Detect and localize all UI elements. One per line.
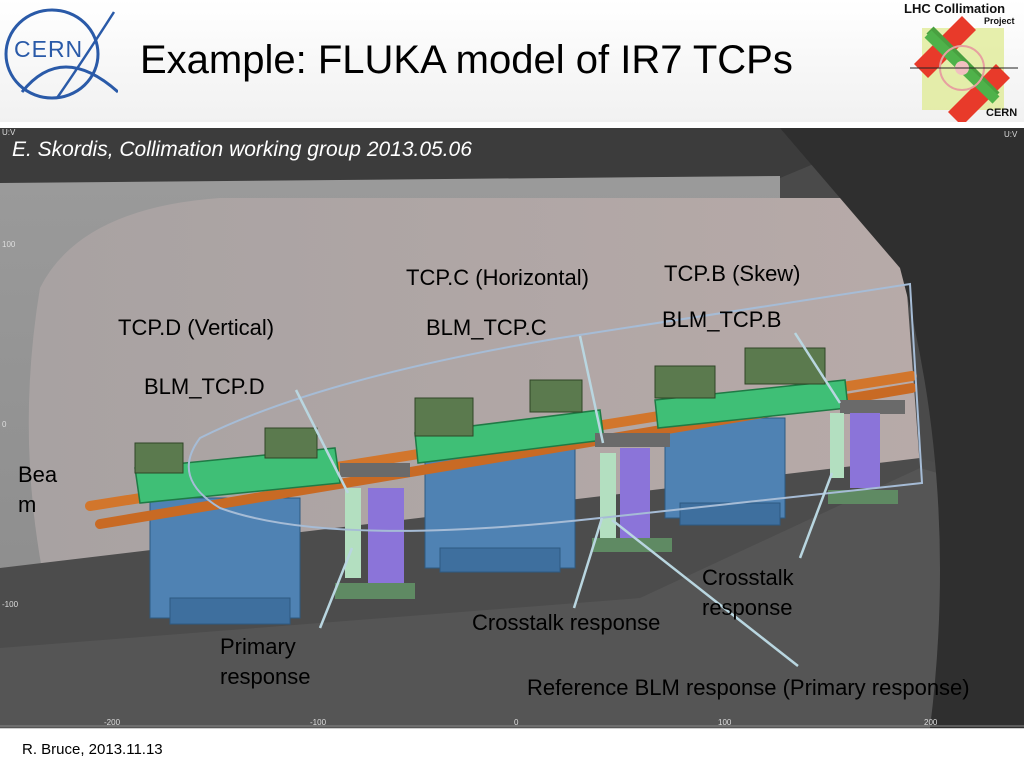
blm-c-body <box>620 448 650 543</box>
blm-d-top <box>340 463 410 477</box>
cern-logo <box>4 8 118 100</box>
scene-subtitle: E. Skordis, Collimation working group 20… <box>12 138 472 161</box>
jaw-c-1 <box>414 397 474 437</box>
support-base-1 <box>169 597 291 625</box>
axis-tick-bottom-4: 100 <box>718 718 732 727</box>
lhc-logo-project: Project <box>984 16 1015 26</box>
blm-b-top <box>840 400 905 414</box>
axis-tick-bottom-5: 200 <box>924 718 938 727</box>
jaw-c-2 <box>529 379 583 413</box>
label-tcp-d: TCP.D (Vertical) <box>118 315 275 340</box>
arrow-crosstalk-middle <box>572 517 604 609</box>
axis-tick-left-1: 100 <box>2 240 16 249</box>
axis-corner-left: U:V <box>2 128 16 137</box>
blm-d-base <box>335 583 415 599</box>
page-title: Example: FLUKA model of IR7 TCPs <box>140 38 793 82</box>
blm-d-body <box>368 488 404 588</box>
blm-c-base <box>592 538 672 552</box>
jaw-b-2 <box>744 347 826 385</box>
blm-c-tube <box>600 453 616 538</box>
arrow-primary <box>318 547 354 629</box>
label-primary: Primary response <box>220 634 311 689</box>
axis-tick-bottom-2: -100 <box>310 718 327 727</box>
jaw-d-1 <box>134 442 184 474</box>
slide-header: CERN Example: FLUKA model of IR7 TCPs LH… <box>0 0 1024 122</box>
jaw-d-2 <box>264 427 318 459</box>
arrow-blm-b <box>793 332 842 404</box>
blm-d-tube <box>345 488 361 578</box>
label-crosstalk-right: Crosstalk response <box>702 565 794 620</box>
blm-c-top <box>595 433 670 447</box>
label-beam: Bea m <box>18 462 58 517</box>
highlight-outline <box>187 282 924 532</box>
cern-logo-text: CERN <box>14 36 84 62</box>
floor-front <box>0 468 1024 728</box>
jaw-b-1 <box>654 365 716 399</box>
lhc-collimation-logo <box>910 16 1018 122</box>
support-stands <box>149 417 786 625</box>
lhc-logo-cern: CERN <box>986 107 1018 119</box>
highlight-ellipse <box>187 282 924 532</box>
label-reference: Reference BLM response (Primary response… <box>527 675 970 700</box>
label-tcp-c: TCP.C (Horizontal) <box>406 265 589 290</box>
blm-b-body <box>850 413 880 488</box>
label-blm-tcp-b: BLM_TCP.B <box>662 307 782 332</box>
arrow-crosstalk-right <box>798 472 834 559</box>
label-blm-tcp-c: BLM_TCP.C <box>426 315 547 340</box>
support-base-3 <box>679 502 781 526</box>
blm-b-base <box>828 490 898 504</box>
label-blm-tcp-d: BLM_TCP.D <box>144 374 265 399</box>
label-tcp-b: TCP.B (Skew) <box>664 261 801 286</box>
collimator-tanks <box>134 379 849 504</box>
label-crosstalk-middle: Crosstalk response <box>472 610 661 635</box>
collimator-jaws <box>134 347 826 474</box>
arrow-blm-d <box>294 389 350 494</box>
arrow-blm-c <box>578 335 605 444</box>
footer-text: R. Bruce, 2013.11.13 <box>22 741 163 758</box>
fluka-3d-view: U:V U:V 100 0 -100 -200 -100 0 100 200 <box>0 128 1024 728</box>
axis-tick-left-2: 0 <box>2 420 7 429</box>
right-wall <box>780 128 1024 728</box>
axis-corner-right: U:V <box>1004 130 1018 139</box>
axis-tick-left-3: -100 <box>2 600 19 609</box>
slide-footer: R. Bruce, 2013.11.13 <box>0 728 1024 769</box>
annotation-arrows <box>294 332 842 667</box>
fluka-scene-drawing <box>0 128 1024 728</box>
support-base-2 <box>439 547 561 573</box>
axis-tick-bottom-1: -200 <box>104 718 121 727</box>
lhc-logo-title: LHC Collimation <box>904 1 1006 16</box>
arrow-reference <box>611 519 799 667</box>
support-stand-3 <box>664 417 786 519</box>
axis-tick-bottom-3: 0 <box>514 718 519 727</box>
blm-b-tube <box>830 413 844 478</box>
